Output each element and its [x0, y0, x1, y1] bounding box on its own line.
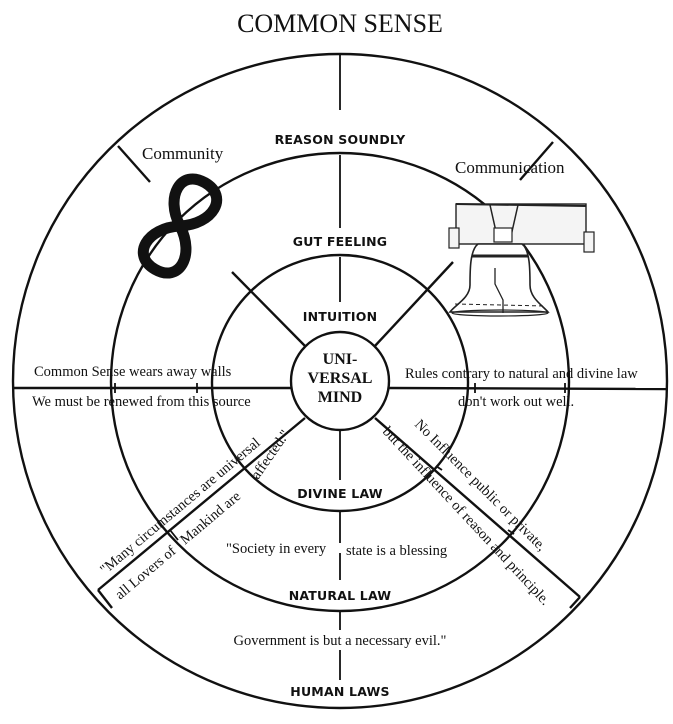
band-lower-left-tick	[169, 529, 179, 541]
ring-label-human-laws: HUMAN LAWS	[290, 684, 389, 699]
band-lower-right-tick-2	[507, 529, 515, 535]
spoke-upper-left-outer	[117, 145, 151, 183]
quote-society-left: "Society in every	[226, 541, 327, 557]
communication-label: Communication	[455, 158, 565, 177]
quote-society-right: state is a blessing	[346, 543, 447, 559]
ring-label-intuition: INTUITION	[303, 309, 378, 324]
infinity-icon	[137, 173, 223, 279]
spoke-upper-left-inner	[231, 271, 307, 348]
diagram-title: COMMON SENSE	[237, 9, 443, 38]
inner-ring	[210, 253, 470, 513]
ring-label-natural-law: NATURAL LAW	[289, 588, 392, 603]
band-lower-right-edge	[569, 596, 581, 609]
center-line-1: UNI-	[323, 351, 358, 368]
ring-label-reason-soundly: REASON SOUNDLY	[275, 132, 407, 147]
quote-diag-right-inner: but the influence of reason and principl…	[379, 424, 553, 609]
band-lower-right-outer	[374, 417, 581, 598]
band-lower-left-outer	[97, 417, 306, 591]
spoke-upper-right-inner	[373, 261, 454, 348]
middle-ring	[109, 151, 571, 613]
quote-left-below: We must be renewed from this source	[32, 394, 251, 410]
spoke-upper-right-outer	[519, 141, 554, 181]
center-line-2: VERSAL	[308, 370, 373, 387]
spoke-right	[388, 386, 667, 391]
quote-left-above: Common Sense wears away walls	[34, 364, 232, 380]
quote-government: Government is but a necessary evil."	[234, 633, 447, 649]
quote-diag-left-inner-c: affected."	[248, 427, 293, 482]
band-lower-right-tick-1	[435, 465, 443, 471]
ring-label-gut-feeling: GUT FEELING	[293, 234, 387, 249]
quote-right-above: Rules contrary to natural and divine law	[405, 366, 638, 382]
liberty-bell-icon	[448, 203, 595, 317]
community-label: Community	[142, 144, 224, 163]
center-line-3: MIND	[318, 389, 362, 406]
band-lower-left-inner	[97, 589, 113, 609]
ring-label-divine-law: DIVINE LAW	[297, 486, 383, 501]
quote-right-below: don't work out well.	[458, 394, 574, 410]
